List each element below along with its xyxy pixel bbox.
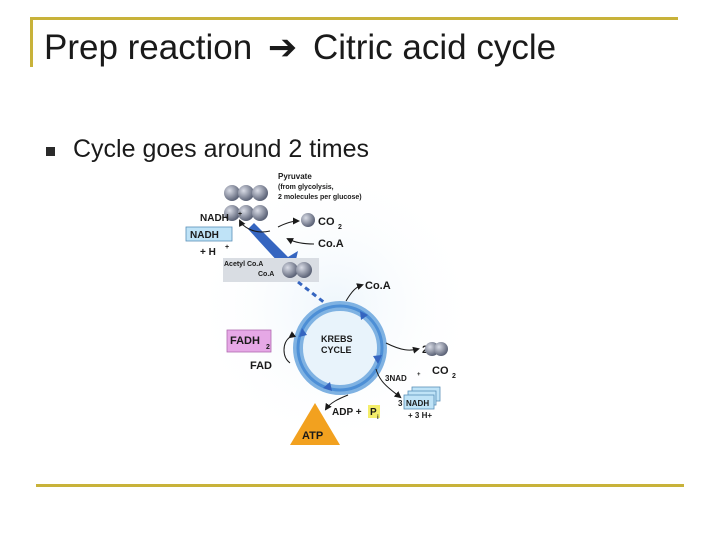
co2-right-label: CO — [432, 365, 449, 377]
nad-label: 3NAD — [385, 374, 407, 383]
h-plus-label: + H — [200, 247, 216, 258]
co2-out-arrow — [385, 342, 420, 354]
cycle-arrowhead-2 — [373, 355, 382, 364]
atp-triangle — [290, 403, 340, 445]
pyruvate-molecules — [224, 185, 268, 221]
acetyl-coa-label: Co.A — [258, 271, 274, 278]
atp-arrow — [324, 394, 349, 411]
cycle-arrowhead-1 — [360, 311, 368, 320]
coa-top-label: Co.A — [318, 238, 344, 250]
adp-label: ADP + — [332, 407, 362, 418]
right-arrow-icon: ➔ — [267, 28, 298, 67]
co2-molecule — [301, 213, 315, 227]
krebs-cycle-diagram: Pyruvate (from glycolysis, 2 molecules p… — [185, 165, 480, 450]
nadh-charge: + — [238, 211, 242, 218]
acetyl-molecule-2 — [296, 262, 312, 278]
pi-label: P — [370, 407, 377, 418]
title-right: Citric acid cycle — [312, 28, 557, 67]
nad-charge: + — [417, 372, 421, 378]
top-rule — [30, 17, 678, 20]
co2-top-subscript: 2 — [338, 224, 342, 231]
acetyl-label: Acetyl Co.A — [224, 261, 263, 268]
fadh2-label: FADH — [230, 335, 260, 347]
co2-right-subscript: 2 — [452, 373, 456, 380]
slide-title: Prep reaction ➔ Citric acid cycle — [44, 28, 556, 68]
two-label: 2 — [422, 344, 428, 356]
pyruvate-note-2: 2 molecules per glucose) — [278, 194, 362, 201]
h3-label: + 3 H+ — [408, 411, 432, 420]
title-left: Prep reaction — [44, 28, 253, 67]
fad-label: FAD — [250, 360, 272, 372]
nadh-arrow — [239, 219, 271, 233]
pyruvate-note-1: (from glycolysis, — [278, 184, 334, 191]
krebs-label-2: CYCLE — [321, 345, 352, 355]
co2-top-label: CO — [318, 216, 335, 228]
h-plus-charge: + — [225, 244, 229, 251]
coa-right-label: Co.A — [365, 280, 391, 292]
fadh2-subscript: 2 — [266, 344, 270, 351]
co2-right-molecule-2 — [434, 342, 448, 356]
cycle-arrowhead-3 — [323, 382, 332, 391]
krebs-label-1: KREBS — [321, 334, 353, 344]
pi-subscript: i — [377, 415, 379, 421]
fad-arrow — [283, 331, 297, 364]
coa-out-arrow — [345, 283, 364, 302]
acetyl-molecule-1 — [282, 262, 298, 278]
coa-in-arrow — [286, 238, 315, 245]
nadh-stack-label: NADH — [406, 399, 429, 408]
bottom-rule — [36, 484, 684, 487]
atp-label: ATP — [302, 430, 323, 442]
nadh-box-label: NADH — [190, 230, 219, 241]
krebs-cycle-inner — [296, 304, 384, 392]
three-label: 3 — [398, 399, 403, 408]
bullet-item: Cycle goes around 2 times — [46, 135, 369, 164]
co2-arrow — [277, 217, 300, 228]
nadh-stack-front — [403, 394, 435, 410]
bullet-text: Cycle goes around 2 times — [73, 135, 369, 163]
pyruvate-label: Pyruvate — [278, 172, 312, 181]
cycle-arrowhead-4 — [299, 328, 307, 337]
nadh-label: NADH — [200, 213, 229, 224]
square-bullet-icon — [46, 147, 55, 156]
left-rule — [30, 17, 33, 67]
nadh-out-arrow — [375, 368, 402, 399]
pi-box — [368, 405, 380, 418]
nadh-box — [185, 226, 233, 242]
acetyl-entry-dashes — [297, 280, 331, 309]
fadh2-box — [226, 329, 272, 353]
